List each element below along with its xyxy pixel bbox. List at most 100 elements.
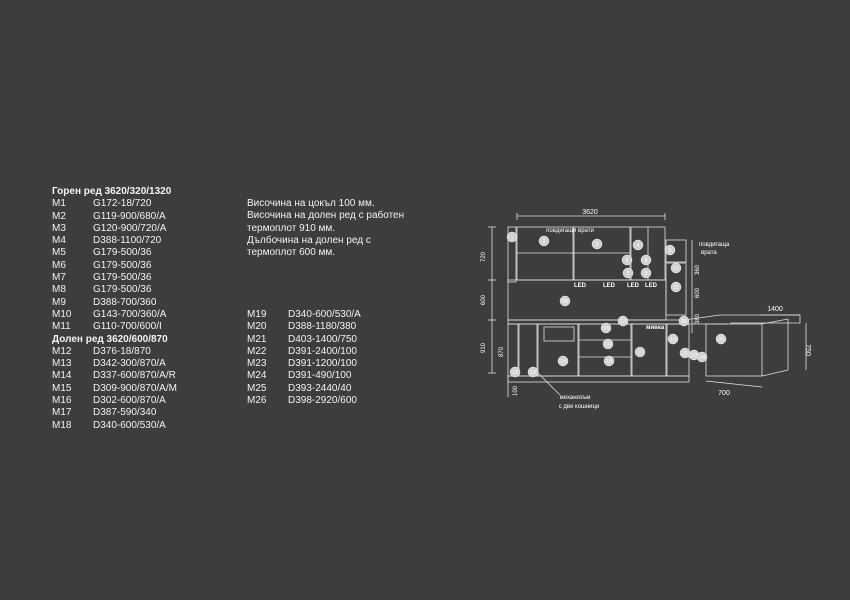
module-value: D388-1100/720 [93, 235, 162, 247]
led-label: LED [627, 283, 640, 289]
module-code: M16 [52, 395, 72, 407]
upper-cabinet-m2 [516, 226, 574, 281]
module-code: M1 [52, 198, 66, 210]
dim-360-label: 360 [695, 264, 701, 275]
dim-line-700 [705, 380, 763, 388]
module-value: D342-300/870/A [93, 358, 166, 370]
marker-circle [634, 346, 646, 358]
module-code: M25 [247, 382, 267, 394]
module-value: D340-600/530/A [93, 419, 166, 431]
dim-100-label: 100 [513, 385, 519, 396]
module-value: G179-500/36 [93, 259, 152, 271]
module-value: D403-1400/750 [288, 333, 357, 345]
marker-16: 16 [602, 338, 614, 350]
marker-circle [591, 238, 603, 250]
marker-label: 6 [644, 258, 647, 264]
marker-label: 1 [510, 235, 513, 241]
module-value: D387-590/340 [93, 407, 157, 419]
module-value: D376-18/870 [93, 345, 151, 357]
module-code: M8 [52, 284, 66, 296]
marker-5: 5 [621, 254, 633, 266]
marker-4: 4 [632, 239, 644, 251]
module-value: D309-900/870/A/M [93, 382, 177, 394]
marker-label: 5 [625, 258, 628, 264]
note-line: Дълбочина на долен ред с [247, 234, 371, 246]
marker-label: 10 [673, 266, 679, 272]
marker-label: 8 [644, 271, 647, 277]
marker-circle [600, 322, 612, 334]
upper-module-row: M5 G179-500/36 [52, 247, 177, 259]
upper-cabinet-m3 [573, 226, 631, 281]
module-code: M21 [247, 333, 267, 345]
marker-15: 15 [600, 322, 612, 334]
module-value: D340-600/530/A [288, 309, 361, 320]
marker-9: 9 [664, 244, 676, 256]
module-code: M3 [52, 222, 66, 234]
module-value: D398-2920/600 [288, 395, 357, 407]
marker-label: 24 [699, 355, 705, 361]
lift-door-label-2: врата [701, 250, 717, 256]
lower-module-row: M26 D398-2920/600 [247, 395, 361, 407]
marker-circle [640, 267, 652, 279]
upper-row-heading: Горен ред 3620/320/1320 [52, 186, 172, 197]
marker-label: 14 [560, 359, 566, 365]
marker-10: 10 [670, 262, 682, 274]
sink-label: мивка [646, 325, 665, 331]
marker-circle [557, 355, 569, 367]
marker-label: 25 [718, 337, 724, 343]
marker-circle [617, 315, 629, 327]
module-value: G143-700/360/A [93, 308, 167, 320]
plinth [507, 375, 690, 383]
note-line: термоплот 600 мм. [247, 247, 336, 259]
marker-circle [527, 366, 539, 378]
module-value: G179-500/36 [93, 247, 152, 259]
module-code: M5 [52, 247, 66, 259]
module-value: G120-900/720/A [93, 222, 167, 234]
led-label: LED [603, 283, 616, 289]
bar-top [683, 314, 801, 324]
module-code: M15 [52, 382, 72, 394]
module-code: M20 [247, 321, 267, 333]
module-code: M11 [52, 321, 71, 333]
marker-label: 19 [670, 337, 676, 343]
note-line: термоплот 910 мм. [247, 222, 336, 234]
led-label: LED [645, 283, 658, 289]
module-value: D302-600/870/A [93, 395, 166, 407]
marker-circle [678, 315, 690, 327]
dim-870-label: 870 [499, 346, 505, 357]
marker-circle [664, 244, 676, 256]
marker-circle [670, 262, 682, 274]
module-value: D391-1200/100 [288, 358, 357, 370]
module-code: M22 [247, 345, 267, 357]
dim-700-label: 700 [718, 390, 730, 397]
marker-label: 16 [605, 342, 611, 348]
marker-label: 12 [512, 370, 518, 376]
dim-910-label: 910 [481, 342, 487, 353]
module-code: M26 [247, 395, 267, 407]
module-code: M23 [247, 358, 267, 370]
module-value: D337-600/870/A/R [93, 370, 176, 382]
marker-1: 1 [506, 231, 518, 243]
module-value: G110-700/600/I [93, 321, 162, 333]
marker-label: 22 [691, 353, 697, 359]
marker-circle [670, 281, 682, 293]
marker-label: 9 [668, 248, 671, 254]
module-value: D388-1180/380 [288, 321, 357, 333]
upper-module-row: M3 G120-900/720/A [52, 223, 177, 235]
upper-module-row: M1 G172-18/720 [52, 198, 177, 210]
module-value: G172-18/720 [93, 198, 152, 210]
module-value: G119-900/680/A [93, 210, 166, 222]
